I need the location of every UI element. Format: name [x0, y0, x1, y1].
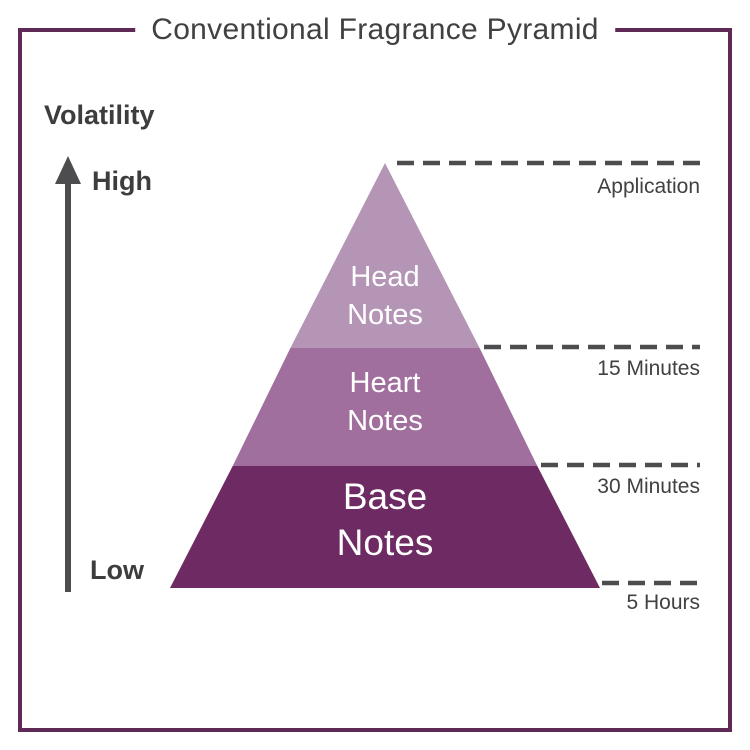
- marker-label-5-hours: 5 Hours: [626, 591, 700, 614]
- pyramid-layer-head: [290, 163, 480, 348]
- base-notes-label: Base Notes: [336, 476, 434, 564]
- volatility-arrow-head-icon: [55, 156, 81, 184]
- axis-low-label: Low: [90, 555, 144, 585]
- pyramid-layer-base: [170, 466, 600, 588]
- diagram-title: Conventional Fragrance Pyramid: [135, 12, 615, 48]
- marker-label-application: Application: [597, 175, 700, 198]
- marker-label-15-minutes: 15 Minutes: [597, 357, 700, 380]
- pyramid-layer-heart: [232, 348, 538, 466]
- heart-notes-label: Heart Notes: [347, 367, 423, 438]
- axis-high-label: High: [92, 166, 152, 196]
- marker-label-30-minutes: 30 Minutes: [597, 475, 700, 498]
- volatility-axis-label: Volatility: [44, 100, 155, 130]
- head-notes-label: Head Notes: [347, 261, 423, 332]
